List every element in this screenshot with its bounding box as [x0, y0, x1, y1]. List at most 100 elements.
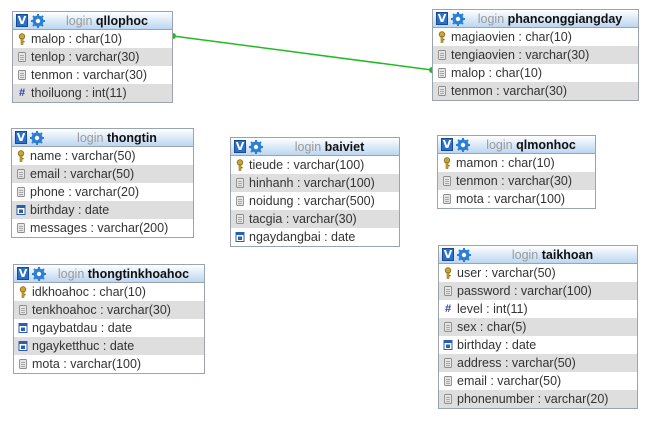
gear-icon[interactable]: [456, 137, 470, 152]
column-label: sex : char(5): [457, 320, 527, 334]
column-label: noidung : varchar(500): [249, 194, 375, 208]
column-row[interactable]: tenmon : varchar(30): [433, 82, 638, 100]
gear-icon[interactable]: [457, 247, 471, 262]
table-header[interactable]: V login taikhoan: [439, 246, 637, 264]
column-row[interactable]: phonenumber : varchar(20): [439, 390, 637, 408]
column-row[interactable]: user : varchar(50): [439, 264, 637, 282]
column-label: level : int(11): [457, 302, 528, 316]
column-row[interactable]: password : varchar(100): [439, 282, 637, 300]
column-row[interactable]: magiaovien : char(10): [433, 28, 638, 46]
gear-icon[interactable]: [30, 130, 44, 145]
date-column-icon: [18, 341, 28, 351]
column-row[interactable]: phone : varchar(20): [12, 183, 193, 201]
table-taikhoan[interactable]: V login taikhoan user : varchar(50)passw…: [438, 245, 638, 409]
column-row[interactable]: malop : char(10): [433, 64, 638, 82]
text-column-icon: [19, 359, 27, 369]
numeric-column-icon: #: [18, 87, 26, 99]
column-row[interactable]: mota : varchar(100): [14, 355, 204, 373]
table-phanconggiangday[interactable]: V login phanconggiangday magiaovien : ch…: [432, 9, 639, 101]
text-column-icon: [236, 196, 244, 206]
column-row[interactable]: birthday : date: [12, 201, 193, 219]
column-row[interactable]: ngaybatdau : date: [14, 319, 204, 337]
column-label: thoiluong : int(11): [31, 86, 127, 100]
column-row[interactable]: birthday : date: [439, 336, 637, 354]
column-row[interactable]: #level : int(11): [439, 300, 637, 318]
column-row[interactable]: tenlop : varchar(30): [13, 48, 172, 66]
key-icon: [18, 33, 26, 45]
gear-icon[interactable]: [32, 266, 46, 281]
text-column-icon: [444, 376, 452, 386]
key-icon: [438, 31, 446, 43]
column-row[interactable]: mota : varchar(100): [438, 190, 595, 208]
column-row[interactable]: noidung : varchar(500): [231, 192, 399, 210]
column-row[interactable]: hinhanh : varchar(100): [231, 174, 399, 192]
table-qllophoc[interactable]: V login qllophoc malop : char(10) tenlop …: [12, 11, 173, 103]
column-row[interactable]: tacgia : varchar(30): [231, 210, 399, 228]
text-column-icon: [17, 223, 25, 233]
column-row[interactable]: sex : char(5): [439, 318, 637, 336]
table-header[interactable]: V login phanconggiangday: [433, 10, 638, 28]
column-label: ngaydangbai : date: [249, 230, 356, 244]
column-row[interactable]: email : varchar(50): [439, 372, 637, 390]
table-title: login qllophoc: [66, 13, 148, 28]
toggle-columns-icon[interactable]: V: [17, 267, 29, 280]
table-title: login thongtinkhoahoc: [57, 266, 190, 281]
column-label: ngaybatdau : date: [32, 321, 133, 335]
table-header[interactable]: V login thongtinkhoahoc: [14, 265, 204, 283]
date-column-icon: [235, 232, 245, 242]
table-header[interactable]: V login qllophoc: [13, 12, 172, 30]
column-label: malop : char(10): [31, 32, 123, 46]
table-qlmonhoc[interactable]: V login qlmonhoc mamon : char(10) tenmon …: [437, 135, 596, 209]
column-label: tenmon : varchar(30): [456, 174, 573, 188]
column-row[interactable]: email : varchar(50): [12, 165, 193, 183]
table-header[interactable]: V login qlmonhoc: [438, 136, 595, 154]
toggle-columns-icon[interactable]: V: [436, 12, 448, 25]
relation-line-malop: [172, 35, 433, 71]
column-label: malop : char(10): [451, 66, 543, 80]
column-label: name : varchar(50): [30, 149, 136, 163]
toggle-columns-icon[interactable]: V: [16, 14, 28, 27]
column-label: tacgia : varchar(30): [249, 212, 357, 226]
text-column-icon: [443, 176, 451, 186]
column-label: email : varchar(50): [457, 374, 562, 388]
column-label: tenmon : varchar(30): [31, 68, 148, 82]
column-row[interactable]: ngayketthuc : date: [14, 337, 204, 355]
column-row[interactable]: mamon : char(10): [438, 154, 595, 172]
table-title: login taikhoan: [511, 247, 594, 262]
table-thongtinkhoahoc[interactable]: V login thongtinkhoahoc idkhoahoc : char…: [13, 264, 205, 374]
column-row[interactable]: tenkhoahoc : varchar(30): [14, 301, 204, 319]
table-baiviet[interactable]: V login baiviet tieude : varchar(100)hin…: [230, 137, 400, 247]
gear-icon[interactable]: [249, 139, 263, 154]
table-thongtin[interactable]: V login thongtin name : varchar(50) email…: [11, 128, 194, 238]
column-row[interactable]: tenmon : varchar(30): [438, 172, 595, 190]
key-icon: [444, 267, 452, 279]
key-icon: [19, 286, 27, 298]
text-column-icon: [438, 68, 446, 78]
column-row[interactable]: # thoiluong : int(11): [13, 84, 172, 102]
column-row[interactable]: malop : char(10): [13, 30, 172, 48]
column-row[interactable]: tengiaovien : varchar(30): [433, 46, 638, 64]
column-row[interactable]: tieude : varchar(100): [231, 156, 399, 174]
toggle-columns-icon[interactable]: V: [441, 138, 453, 151]
column-row[interactable]: name : varchar(50): [12, 147, 193, 165]
gear-icon[interactable]: [31, 13, 45, 28]
column-row[interactable]: tenmon : varchar(30): [13, 66, 172, 84]
table-header[interactable]: V login thongtin: [12, 129, 193, 147]
text-column-icon: [438, 86, 446, 96]
column-row[interactable]: idkhoahoc : char(10): [14, 283, 204, 301]
toggle-columns-icon[interactable]: V: [15, 131, 27, 144]
key-icon: [236, 159, 244, 171]
column-label: tenlop : varchar(30): [31, 50, 140, 64]
column-row[interactable]: ngaydangbai : date: [231, 228, 399, 246]
column-list: tieude : varchar(100)hinhanh : varchar(1…: [231, 156, 399, 246]
table-header[interactable]: V login baiviet: [231, 138, 399, 156]
column-row[interactable]: messages : varchar(200): [12, 219, 193, 237]
column-label: tenmon : varchar(30): [451, 84, 568, 98]
column-row[interactable]: address : varchar(50): [439, 354, 637, 372]
toggle-columns-icon[interactable]: V: [442, 248, 454, 261]
text-column-icon: [443, 194, 451, 204]
column-label: messages : varchar(200): [30, 221, 169, 235]
date-column-icon: [16, 205, 26, 215]
gear-icon[interactable]: [451, 11, 465, 26]
toggle-columns-icon[interactable]: V: [234, 140, 246, 153]
